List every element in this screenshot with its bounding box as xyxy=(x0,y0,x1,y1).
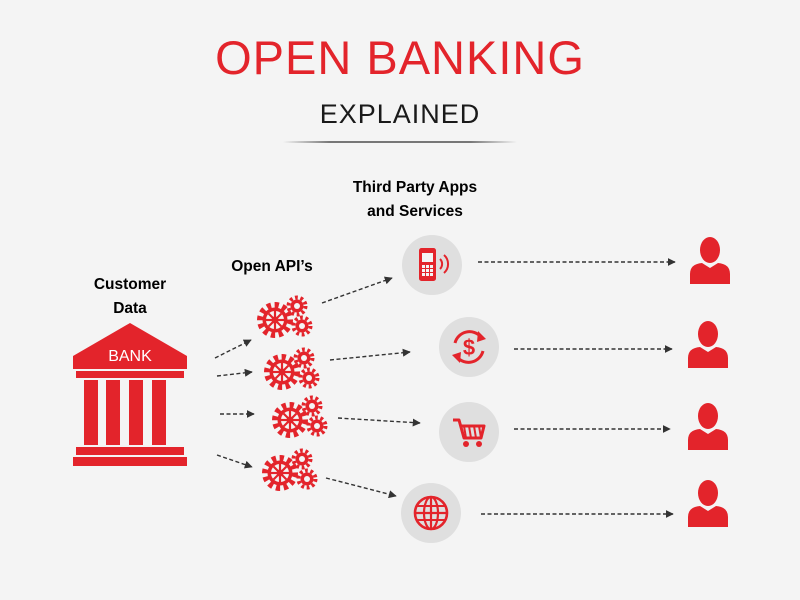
title-divider xyxy=(283,141,517,143)
page-title: OPEN BANKING xyxy=(215,31,585,84)
gear-large-icon xyxy=(264,354,300,390)
globe-icon xyxy=(413,495,449,531)
flow-arrow xyxy=(321,276,393,304)
service-circle xyxy=(401,483,461,543)
api-gear-cluster xyxy=(262,448,318,491)
gear-large-icon xyxy=(272,402,308,438)
api-gear-cluster xyxy=(272,395,328,438)
gear-small-icon xyxy=(306,415,328,437)
mobile-payment-icon xyxy=(419,248,450,281)
gear-small-icon xyxy=(301,395,323,417)
shopping-cart-icon xyxy=(453,418,486,447)
third-party-label: Third Party Apps and Services xyxy=(352,179,478,220)
currency-exchange-icon: $ xyxy=(452,330,486,364)
customer-person-icon xyxy=(690,237,730,284)
flow-arrow xyxy=(216,454,253,469)
flow-arrow xyxy=(214,339,252,359)
api-gear-cluster xyxy=(264,347,320,390)
gear-large-icon xyxy=(262,455,298,491)
flow-arrow xyxy=(329,348,411,361)
svg-text:$: $ xyxy=(463,335,475,360)
flow-arrow xyxy=(325,477,397,499)
gear-small-icon xyxy=(296,468,318,490)
service-circle xyxy=(402,235,462,295)
flow-arrow xyxy=(337,417,421,427)
api-gear-cluster xyxy=(257,295,313,338)
customer-person-icon xyxy=(688,321,728,368)
gear-small-icon xyxy=(291,315,313,337)
customer-person-icon xyxy=(688,403,728,450)
flow-arrow xyxy=(216,368,253,377)
bank-sign-text: BANK xyxy=(108,348,152,365)
customer-data-label: Customer Data xyxy=(93,276,167,317)
gear-small-icon xyxy=(293,347,315,369)
service-circle xyxy=(439,402,499,462)
page-subtitle: EXPLAINED xyxy=(319,99,481,129)
gear-small-icon xyxy=(286,295,308,317)
gear-small-icon xyxy=(291,448,313,470)
gear-large-icon xyxy=(257,302,293,338)
service-circle: $ xyxy=(439,317,499,377)
gear-small-icon xyxy=(298,367,320,389)
customer-person-icon xyxy=(688,480,728,527)
bank-building-icon: BANK xyxy=(73,323,187,466)
open-apis-label: Open API’s xyxy=(231,258,313,275)
